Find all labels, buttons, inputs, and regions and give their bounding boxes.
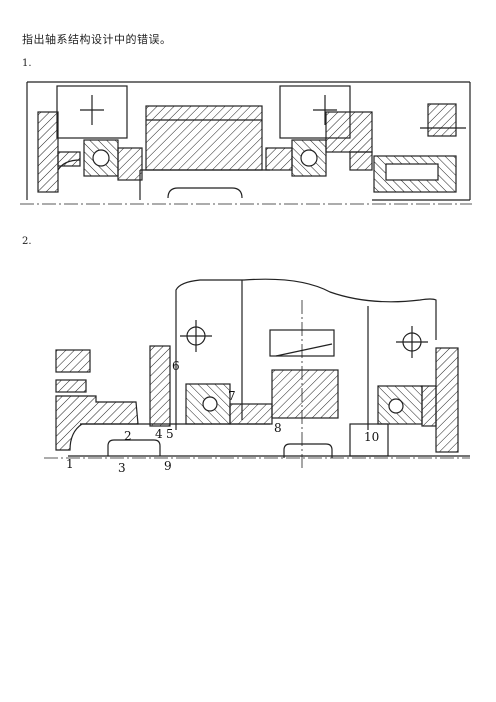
figure-2-drawing (44, 278, 470, 470)
callout-9: 9 (164, 459, 172, 473)
callout-10: 10 (364, 430, 379, 444)
callout-6: 6 (172, 359, 180, 373)
callout-3: 3 (118, 461, 126, 475)
callout-8: 8 (274, 421, 282, 435)
callout-1: 1 (66, 457, 74, 471)
callout-4: 4 (155, 427, 163, 441)
page-title: 指出轴系结构设计中的错误。 (22, 33, 172, 46)
callout-2: 2 (124, 429, 132, 443)
figure-2-label: 2. (22, 236, 32, 247)
callout-7: 7 (228, 389, 236, 403)
callout-5: 5 (166, 427, 174, 441)
figure-1-label: 1. (22, 58, 32, 69)
figure-1-drawing (20, 81, 472, 205)
figure-2-callouts: 1 2 3 4 5 6 7 8 9 10 (66, 359, 379, 475)
